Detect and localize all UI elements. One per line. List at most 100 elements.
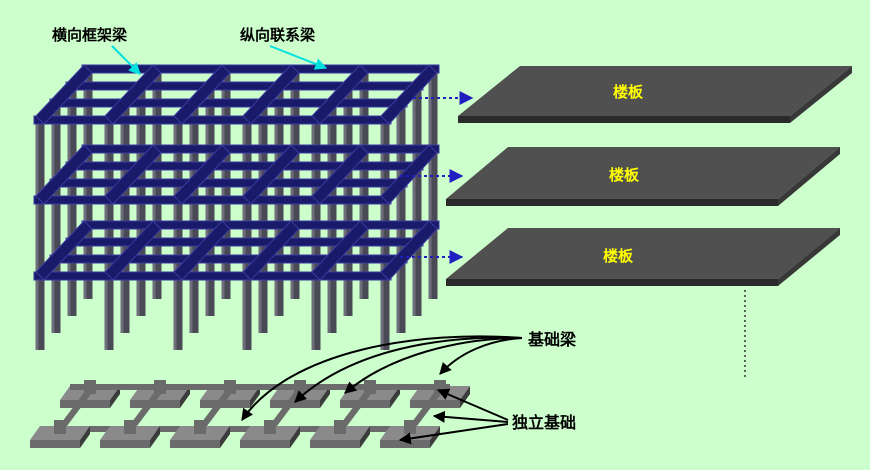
floor-slab-2: 楼板	[446, 147, 840, 206]
frame-column-highlight	[189, 99, 193, 333]
footing-base-side	[360, 426, 370, 448]
frame-column	[173, 116, 183, 350]
longitudinal-beam	[65, 81, 424, 91]
footing-base-front	[200, 400, 250, 408]
frame-column	[120, 99, 130, 333]
frame-column	[242, 116, 252, 350]
frame-column-highlight	[104, 116, 108, 350]
leader-arrow-icon	[436, 388, 509, 421]
frame-column-highlight	[412, 82, 416, 316]
transverse-beam	[380, 220, 438, 281]
transverse-beam	[380, 64, 438, 125]
transverse-beam	[173, 144, 231, 205]
longitudinal-beam	[49, 254, 408, 264]
frame-column	[380, 116, 390, 350]
frame-column-highlight	[428, 65, 432, 299]
frame-column	[258, 99, 268, 333]
footing-base-front	[100, 440, 150, 448]
frame-column	[35, 116, 45, 350]
longitudinal-beam	[49, 178, 408, 188]
frame-column-highlight	[120, 99, 124, 333]
transverse-beam	[104, 220, 162, 281]
footing-base-side	[430, 426, 440, 448]
isolated-footings	[30, 380, 470, 448]
footing-base-side	[150, 426, 160, 448]
transverse-beam	[173, 64, 231, 125]
footing-pedestal	[54, 420, 66, 434]
curved-arrow-icon	[344, 337, 523, 394]
frame-column-highlight	[327, 99, 331, 333]
footing-base-side	[80, 426, 90, 448]
transverse-beam	[104, 64, 162, 125]
frame-column-highlight	[396, 99, 400, 333]
footing-base-front	[60, 400, 110, 408]
frame-column-highlight	[173, 116, 177, 350]
transverse-beam	[380, 144, 438, 205]
frame-column	[189, 99, 199, 333]
footing-base-front	[270, 400, 320, 408]
longitudinal-beam	[33, 271, 392, 281]
frame-column-highlight	[311, 116, 315, 350]
transverse-beam	[173, 220, 231, 281]
longitudinal-tie-beam-label: 纵向联系梁	[240, 26, 316, 44]
longitudinal-beam	[81, 220, 440, 230]
curved-arrow-icon	[439, 337, 523, 375]
footing-base-side	[390, 386, 400, 408]
footing-base-front	[130, 400, 180, 408]
longitudinal-beam	[33, 195, 392, 205]
isolated-footing-label: 独立基础	[512, 413, 576, 432]
frame-column	[311, 116, 321, 350]
footing-base-side	[320, 386, 330, 408]
footing-base-front	[410, 400, 460, 408]
footing-pedestal	[264, 420, 276, 434]
footing-base-front	[380, 440, 430, 448]
frame-column	[51, 99, 61, 333]
floor-slab-label: 楼板	[613, 83, 644, 101]
frame-column-highlight	[258, 99, 262, 333]
floor-slab-3: 楼板	[446, 228, 840, 286]
footing-base-front	[340, 400, 390, 408]
transverse-beam	[242, 64, 300, 125]
floor-slab-label: 楼板	[603, 247, 634, 265]
leader-line-icon	[269, 45, 328, 70]
footing-base-front	[310, 440, 360, 448]
frame-column-highlight	[35, 116, 39, 350]
transverse-beam	[104, 144, 162, 205]
transverse-beam	[242, 220, 300, 281]
footing-pedestal	[404, 420, 416, 434]
transverse-beam	[35, 144, 93, 205]
transverse-frame-beam-label: 横向框架梁	[52, 26, 128, 44]
transverse-beam	[35, 220, 93, 281]
leader-arrow-icon	[398, 423, 509, 445]
floor-slab-label: 楼板	[609, 166, 640, 184]
footing-base-front	[170, 440, 220, 448]
frame-column-highlight	[51, 99, 55, 333]
frame-column	[327, 99, 337, 333]
leader-arrow-icon	[432, 410, 509, 423]
frame-structure	[33, 64, 440, 350]
frame-column	[104, 116, 114, 350]
longitudinal-beam	[81, 144, 440, 154]
longitudinal-beam	[49, 98, 408, 108]
footing-pedestal	[334, 420, 346, 434]
longitudinal-beam	[33, 115, 392, 125]
footing-base-side	[290, 426, 300, 448]
curved-arrow-icon	[241, 335, 523, 421]
transverse-beam	[242, 144, 300, 205]
footing-base-side	[460, 386, 470, 408]
longitudinal-beam	[65, 161, 424, 171]
frame-column	[396, 99, 406, 333]
leader-line-icon	[111, 45, 141, 75]
foundation-beam-label: 基础梁	[527, 330, 577, 349]
footing-base-front	[30, 440, 80, 448]
frame-column	[428, 65, 438, 299]
footing-base-side	[220, 426, 230, 448]
transverse-beam	[35, 64, 93, 125]
transverse-beam	[311, 220, 369, 281]
curved-arrow-icon	[294, 336, 523, 403]
transverse-beam	[311, 64, 369, 125]
footing-base-front	[240, 440, 290, 448]
frame-column-highlight	[380, 116, 384, 350]
